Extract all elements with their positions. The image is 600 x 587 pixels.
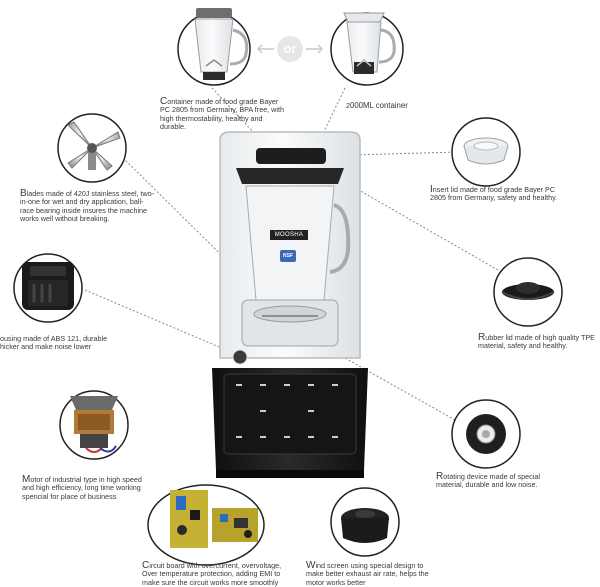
caption-housing: ousing made of ABS 121, durable hicker a…	[0, 334, 108, 352]
or-arrows	[256, 44, 324, 54]
caption-insert-lid: Insert lid made of food grade Bayer PC 2…	[430, 184, 558, 203]
wind-screen-image	[330, 487, 400, 557]
brand-logo: MOOSHA	[274, 232, 304, 238]
caption-motor: Motor of industrial type in high speed a…	[22, 474, 142, 501]
leader-line-rubber-lid	[349, 184, 499, 271]
rotating-device-image	[451, 399, 521, 469]
caption-circuit-board: Circuit board with overcurrent, overvolt…	[142, 560, 282, 587]
container-pc-image	[177, 8, 251, 86]
motor-image	[59, 390, 129, 460]
or-badge: or	[277, 36, 303, 62]
housing-image	[13, 253, 83, 323]
rubber-lid-image	[493, 257, 563, 327]
blade-image	[57, 113, 127, 183]
caption-rotating-device: Rotating device made of special material…	[436, 471, 540, 490]
circuit-board-image	[147, 484, 265, 566]
caption-wind-screen: Wind screen using special design to make…	[306, 560, 429, 587]
container-2000ml-image	[330, 12, 404, 86]
caption-blades: Blades made of 420J stainless steel, two…	[20, 188, 155, 224]
caption-container-pc: Container made of food grade Bayer PC 28…	[160, 96, 284, 132]
blender-image	[212, 131, 368, 478]
leader-line-insert-lid	[351, 151, 459, 156]
insert-lid-image	[451, 117, 521, 187]
caption-container-2000ml: 2000ML container	[346, 101, 408, 110]
caption-rubber-lid: Rubber lid made of high quality TPE mate…	[478, 332, 595, 351]
cert-badge: NSF	[283, 253, 293, 259]
